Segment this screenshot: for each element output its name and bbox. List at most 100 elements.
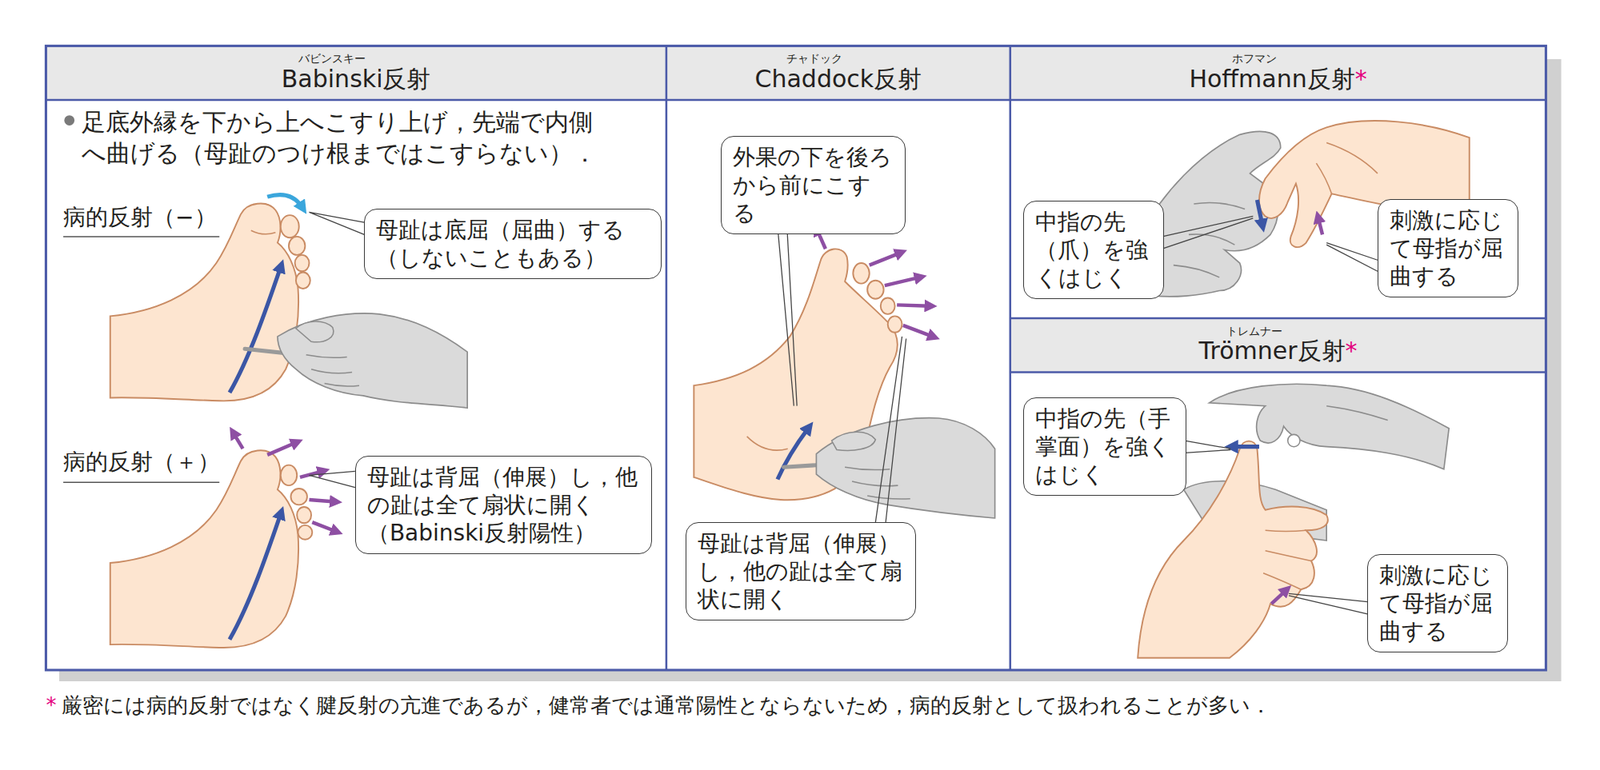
callout-box: 母趾は底屈（屈曲）する（しないこともある）	[364, 208, 662, 280]
toe-shape	[288, 236, 305, 256]
finger-line	[1173, 203, 1245, 278]
condition-label: 病的反射（＋）	[63, 448, 220, 477]
condition-label: 病的反射（−）	[63, 203, 216, 232]
callout-text: 刺激に応じて母指が屈曲する	[1379, 561, 1496, 646]
table-ground	[45, 45, 1546, 671]
response-arrow	[1271, 591, 1286, 605]
leader-line	[1184, 440, 1231, 453]
toe-shape	[296, 272, 311, 289]
leader-line	[775, 204, 797, 407]
grid-line	[1010, 317, 1547, 320]
spread-arrows	[233, 433, 336, 532]
grid-line	[1008, 45, 1012, 671]
toe-shape	[297, 525, 312, 540]
toe-shape	[852, 263, 869, 284]
examiner-hand	[244, 313, 468, 408]
label-underline	[63, 236, 220, 238]
leader-line	[1326, 243, 1378, 272]
toe-arrow	[896, 304, 930, 306]
toe-shape	[880, 297, 896, 314]
toe-arrow	[903, 325, 933, 337]
stroke-arrow	[777, 428, 808, 480]
callout-box: 刺激に応じて母指が屈曲する	[1367, 554, 1508, 653]
toe-arrow	[267, 443, 296, 456]
label-underline	[63, 482, 220, 484]
callout-text: 母趾は背屈（伸展）し，他の趾は全て扇状に開く（Babinski反射陽性）	[367, 463, 641, 548]
heading-text: Trömner反射	[1199, 336, 1346, 365]
toe-shape	[280, 215, 300, 238]
flick-arrow	[1256, 200, 1262, 225]
footnote-mark: *	[1345, 336, 1358, 365]
toe-shape	[867, 280, 884, 300]
spread-arrows	[817, 230, 933, 337]
finger-line	[1326, 406, 1388, 421]
footnote-text: 厳密には病的反射ではなく腱反射の亢進であるが，健常者では通常陽性とならないため，…	[61, 692, 1272, 720]
callout-text: 刺激に応じて母指が屈曲する	[1389, 206, 1507, 291]
thumb-shape	[296, 321, 334, 343]
toe-crease	[251, 230, 276, 235]
header-band: バビンスキーBabinski反射	[45, 45, 667, 100]
heading-text: Babinski反射	[281, 64, 432, 93]
leader-line	[1162, 216, 1254, 249]
thumb-shape	[832, 432, 876, 451]
finger-line	[306, 355, 360, 387]
callout-text: 中指の先（手掌面）を強くはじく	[1035, 404, 1175, 489]
finger-line	[1316, 143, 1378, 195]
hand-shape	[277, 313, 468, 408]
toe-shape	[280, 465, 297, 487]
malleolus-line	[747, 436, 788, 451]
callout-box: 母趾は背屈（伸展）し，他の趾は全て扇状に開く（Babinski反射陽性）	[355, 456, 653, 555]
heading-ruby: チャドック	[755, 52, 923, 65]
flexion-arrow	[267, 195, 302, 208]
callout-box: 母趾は背屈（伸展）し，他の趾は全て扇状に開く	[685, 522, 916, 621]
heading-line: Babinski反射	[281, 65, 432, 94]
header-band: ホフマンHoffmann反射*	[1010, 45, 1547, 100]
toe-arrow	[308, 500, 335, 503]
toe-arrow	[884, 277, 920, 286]
footnote-mark: *	[45, 692, 56, 720]
header-fill	[1010, 318, 1547, 373]
callout-box: 中指の先（爪）を強くはじく	[1023, 200, 1164, 300]
leader-lines	[308, 204, 1377, 615]
table-grid	[45, 45, 1546, 671]
bullet-dot	[64, 115, 75, 126]
header-band: トレムナーTrömner反射*	[1010, 318, 1547, 373]
stroke-arrow	[229, 267, 281, 393]
toe-shape	[291, 488, 308, 505]
leader-line	[308, 212, 364, 235]
finger-line	[844, 467, 911, 500]
examiner-hand	[784, 418, 996, 519]
hand-shape	[816, 418, 995, 519]
heading-group: バビンスキーBabinski反射	[281, 52, 432, 93]
callout-box: 中指の先（手掌面）を強くはじく	[1023, 397, 1187, 496]
grid-line	[1010, 371, 1547, 374]
heading-line: Hoffmann反射*	[1188, 65, 1367, 94]
heading-group: ホフマンHoffmann反射*	[1188, 52, 1367, 93]
heading-line: Trömner反射*	[1199, 337, 1358, 366]
leader-line	[308, 471, 355, 488]
toe-arrow	[233, 433, 243, 449]
heading-text: Hoffmann反射	[1188, 64, 1355, 93]
heading-ruby: バビンスキー	[281, 52, 432, 65]
callout-text: 中指の先（爪）を強くはじく	[1035, 208, 1152, 292]
toe-shape	[296, 507, 312, 524]
heading-ruby: ホフマン	[1188, 52, 1367, 65]
toe-arrow	[312, 522, 336, 532]
instruction-text: 足底外縁を下から上へこすり上げ，先端で内側へ曲げる（母趾のつけ根まではこすらない…	[81, 106, 615, 169]
heading-line: Chaddock反射	[755, 65, 923, 94]
grid-line	[665, 45, 668, 671]
leader-line	[875, 336, 906, 523]
table-border	[45, 45, 1546, 671]
stroke-arrow	[229, 514, 281, 640]
callout-text: 母趾は背屈（伸展）し，他の趾は全て扇状に開く	[697, 529, 904, 614]
toe-arrow	[869, 252, 900, 265]
heading-text: Chaddock反射	[755, 64, 923, 93]
grid-line	[45, 99, 1546, 102]
header-fill	[45, 45, 1546, 100]
callout-text: 外果の下を後ろから前にこする	[732, 143, 895, 228]
toe-shape	[295, 255, 310, 272]
callout-text: 母趾は底屈（屈曲）する（しないこともある）	[376, 216, 650, 272]
footnote-mark: *	[1355, 64, 1368, 93]
foot-shape	[110, 204, 299, 402]
